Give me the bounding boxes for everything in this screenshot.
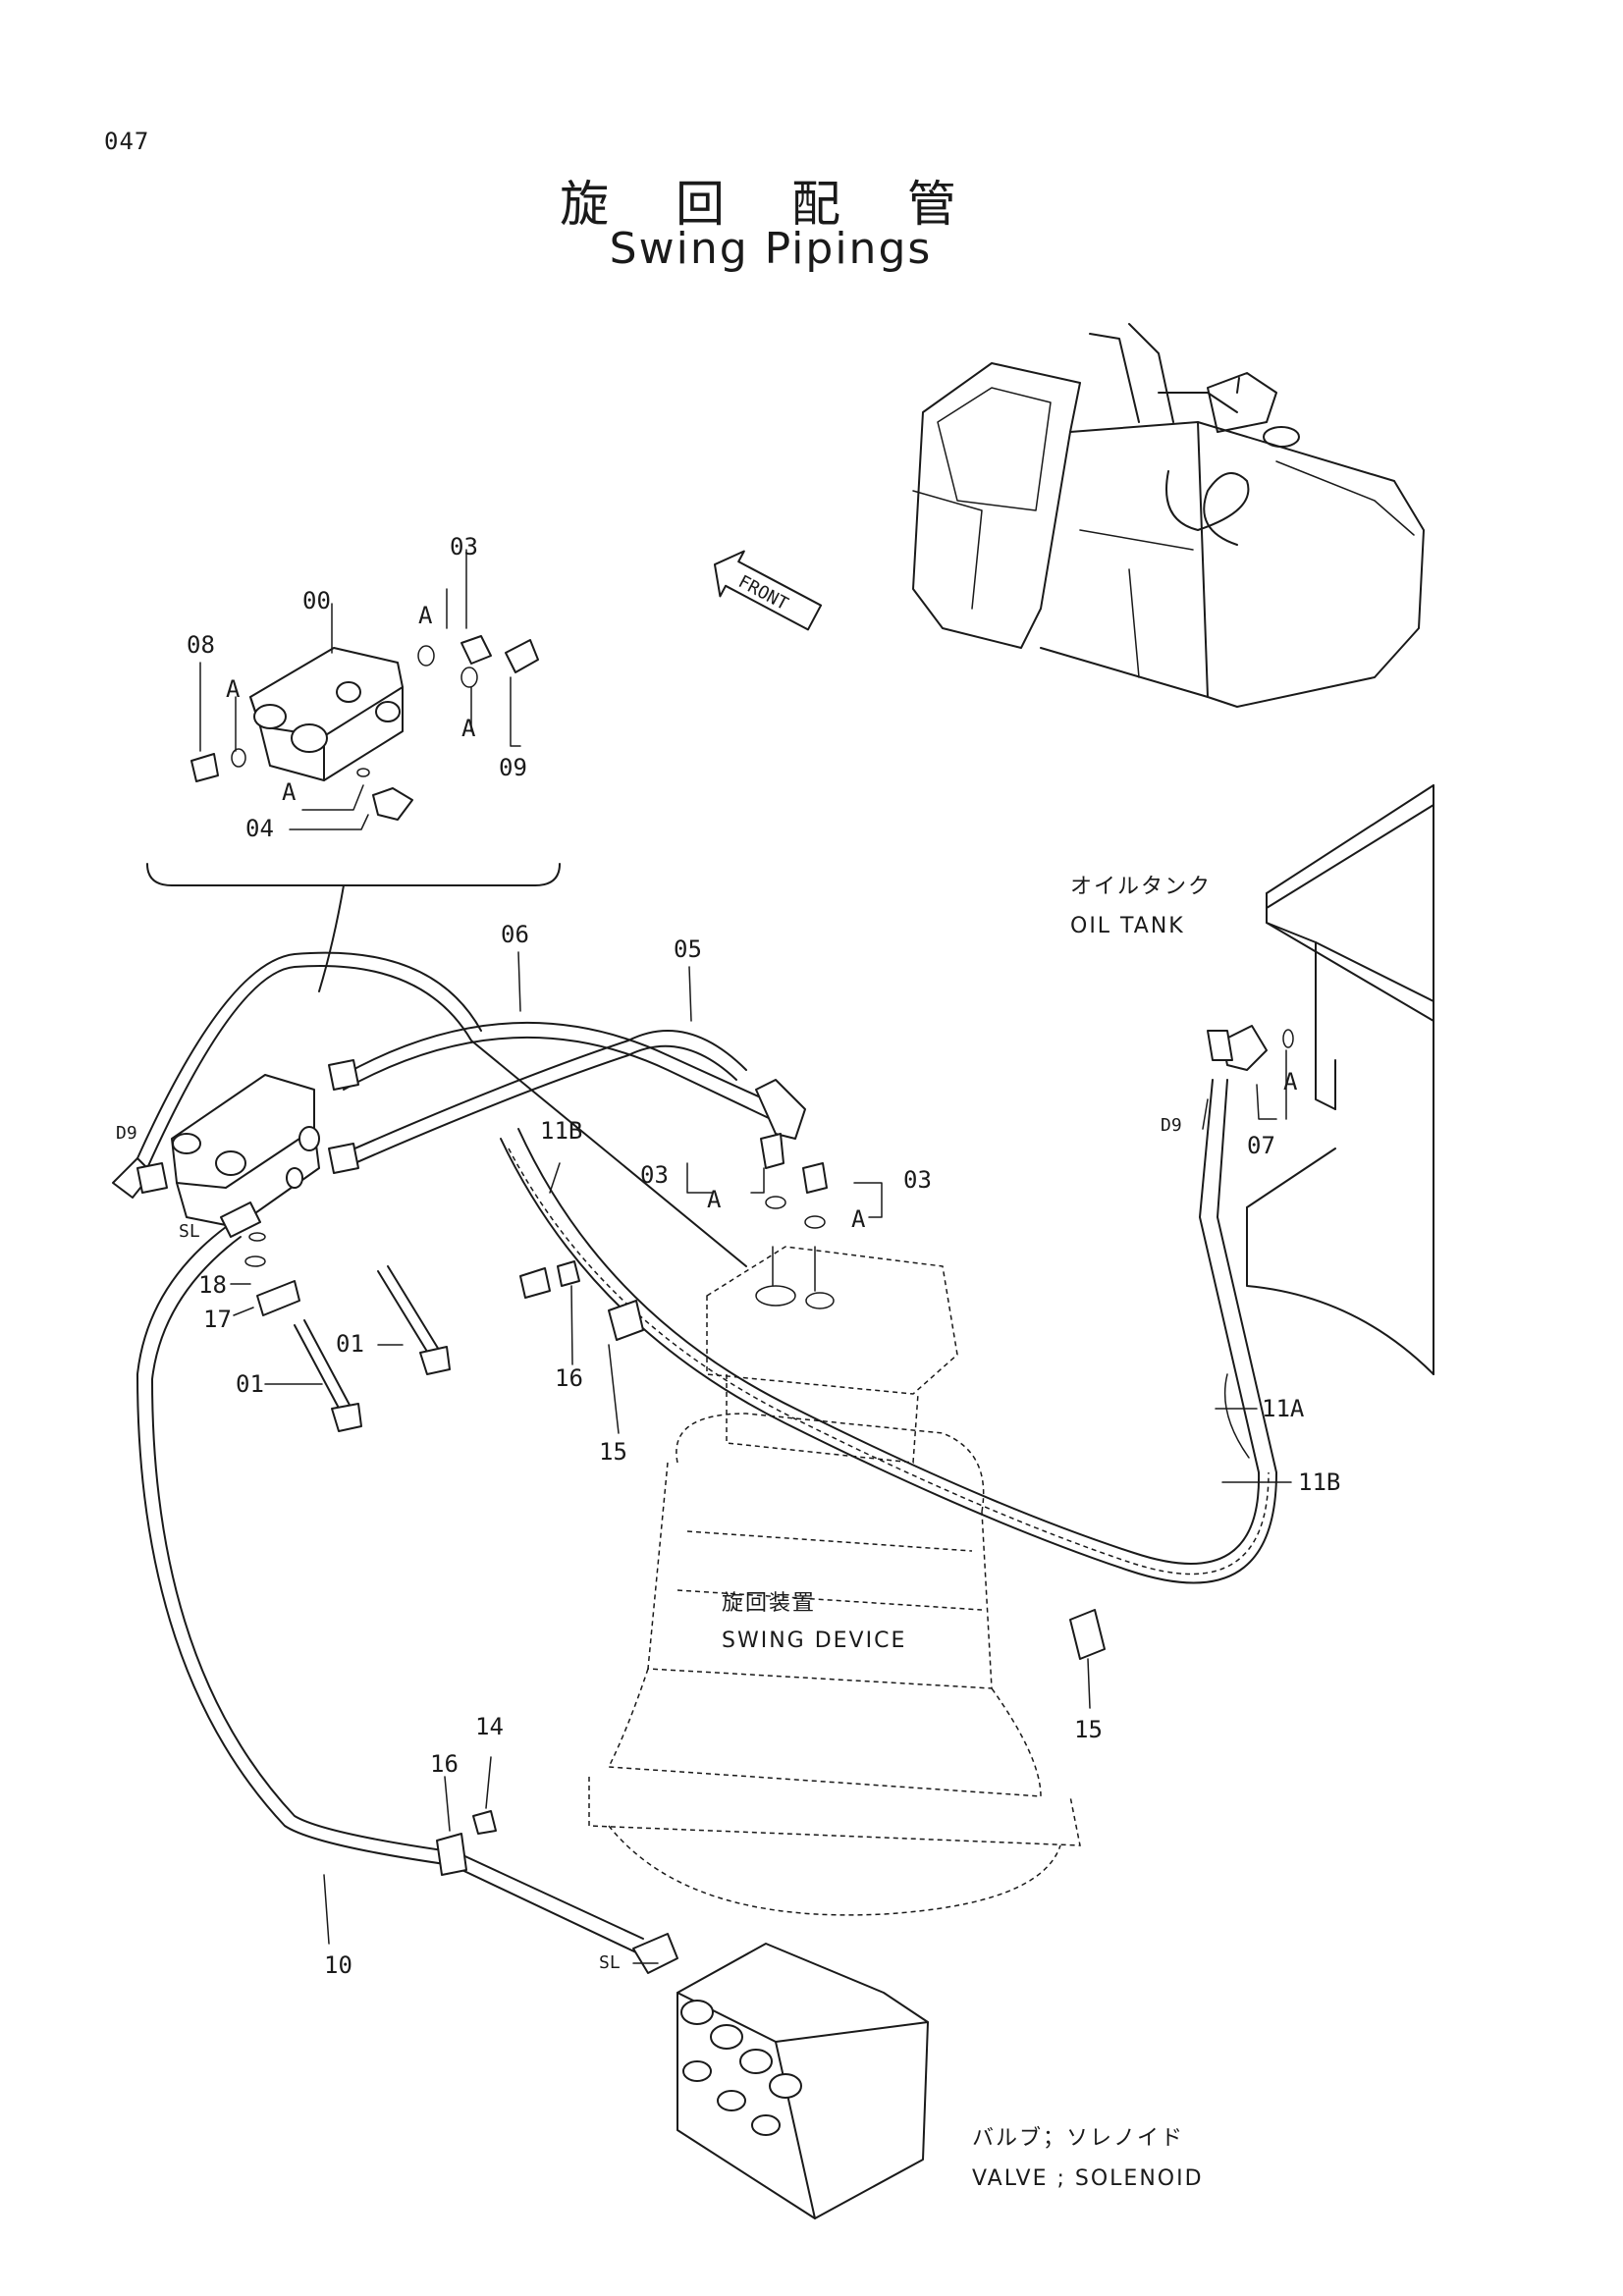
valve-block-detail: 00 03 A A 09 08 A A 04 (146, 533, 561, 992)
swing-device: 旋回装置 SWING DEVICE (588, 1246, 1081, 1916)
title-japanese: 旋 回 配 管 (560, 176, 982, 233)
callout-a-4: A (282, 778, 297, 806)
callout-10: 10 (324, 1951, 352, 1979)
callout-d9-right: D9 (1161, 1115, 1182, 1136)
callout-d9-left: D9 (116, 1123, 137, 1144)
main-callouts: 06 05 D9 D9 SL SL 11B 11A 11B 03 03 A A … (116, 921, 1340, 1973)
solenoid-valve: バルブ；ソレノイド VALVE ; SOLENOID (676, 1943, 1204, 2219)
callout-07: 07 (1247, 1132, 1275, 1159)
front-direction-arrow: FRONT (713, 550, 823, 631)
callout-05: 05 (674, 935, 702, 963)
excavator-overview (912, 323, 1425, 708)
callout-16-upper: 16 (555, 1364, 583, 1392)
callout-a-1: A (418, 602, 433, 629)
callout-11b-upper: 11B (540, 1117, 582, 1145)
valve-caption-en: VALVE ; SOLENOID (972, 2166, 1204, 2191)
callout-15-upper: 15 (599, 1438, 627, 1466)
callout-14: 14 (475, 1713, 504, 1740)
callout-16-lower: 16 (430, 1750, 459, 1778)
callout-15-lower: 15 (1074, 1716, 1103, 1743)
callout-sl-lower: SL (599, 1952, 621, 1973)
title-english: Swing Pipings (609, 224, 933, 274)
valve-caption-jp: バルブ；ソレノイド (972, 2126, 1184, 2151)
callout-11a: 11A (1262, 1395, 1305, 1422)
callout-09: 09 (499, 754, 527, 781)
callout-01-left: 01 (236, 1370, 264, 1398)
swing-device-caption-en: SWING DEVICE (722, 1629, 906, 1653)
oil-tank-caption-en: OIL TANK (1070, 914, 1185, 938)
callout-a-6: A (851, 1205, 866, 1233)
callout-sl-upper: SL (179, 1221, 200, 1242)
hose-11-assembly (500, 1030, 1292, 1709)
swing-valve-and-hoses: 10 (112, 951, 883, 1979)
page-number: 047 (104, 128, 150, 155)
callout-01-right: 01 (336, 1330, 364, 1358)
callout-18: 18 (198, 1271, 227, 1299)
callout-a-7: A (1283, 1068, 1298, 1095)
callout-08: 08 (187, 631, 215, 659)
callout-11b-lower: 11B (1298, 1468, 1340, 1496)
callout-03-right: 03 (903, 1166, 932, 1194)
callout-a-3: A (226, 675, 241, 703)
callout-00: 00 (302, 587, 331, 614)
callout-04: 04 (245, 815, 274, 842)
callout-a-5: A (707, 1186, 722, 1213)
callout-a-2: A (461, 715, 476, 742)
callout-06: 06 (501, 921, 529, 948)
callout-03-left: 03 (640, 1161, 669, 1189)
callout-03-detail: 03 (450, 533, 478, 561)
callout-17: 17 (203, 1306, 232, 1333)
oil-tank: オイルタンク OIL TANK A 07 (1070, 784, 1434, 1375)
swing-device-caption-jp: 旋回装置 (722, 1591, 816, 1616)
oil-tank-caption-jp: オイルタンク (1070, 875, 1212, 899)
front-label: FRONT (734, 571, 791, 614)
